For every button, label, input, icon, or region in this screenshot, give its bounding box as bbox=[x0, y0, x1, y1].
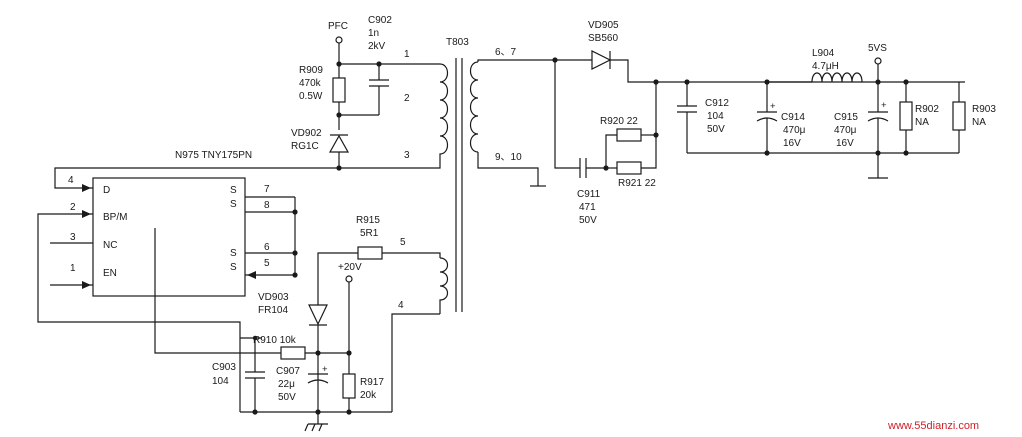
c911-value: 471 bbox=[579, 202, 596, 213]
r902-ref: R902 bbox=[915, 104, 939, 115]
resistor-r910 bbox=[280, 346, 306, 360]
vd902-part: RG1C bbox=[291, 141, 319, 152]
pin-number-6: 6 bbox=[264, 242, 270, 253]
t803-pin2: 2 bbox=[404, 93, 410, 104]
r917-value: 20k bbox=[360, 390, 377, 401]
t803-pin5: 5 bbox=[400, 237, 406, 248]
vd905-ref: VD905 bbox=[588, 20, 619, 31]
ic-pin-d-label: D bbox=[103, 185, 110, 196]
resistor-r909 bbox=[332, 77, 346, 103]
r909-value: 470k bbox=[299, 78, 322, 89]
c914-polarity: + bbox=[770, 101, 776, 112]
resistor-r921 bbox=[616, 161, 642, 175]
ic-pin-s3-label: S bbox=[230, 248, 237, 259]
r909-rating: 0.5W bbox=[299, 91, 323, 102]
secondary-output: VD905 SB560 R920 22 R921 22 C911 471 50V… bbox=[552, 20, 996, 226]
primary-snubber: PFC R909 470k 0.5W C902 1n 2kV VD902 RG1… bbox=[291, 15, 440, 171]
r903-ref: R903 bbox=[972, 104, 996, 115]
pin-number-2: 2 bbox=[70, 202, 76, 213]
t803-pin4: 4 bbox=[398, 300, 404, 311]
pin-number-8: 8 bbox=[264, 200, 270, 211]
r910-label: R910 10k bbox=[253, 335, 297, 346]
auxiliary-supply: R915 5R1 VD903 FR104 +20V R910 10k C903 … bbox=[212, 215, 441, 432]
pin-number-4: 4 bbox=[68, 175, 74, 186]
r917-ref: R917 bbox=[360, 377, 384, 388]
plus20v-label: +20V bbox=[338, 262, 362, 273]
resistor-r920 bbox=[616, 128, 642, 142]
plus20v-terminal bbox=[345, 275, 353, 283]
ic-n975: N975 TNY175PN D BP/M NC EN S S S S bbox=[92, 150, 252, 297]
resistor-r902 bbox=[899, 101, 913, 131]
ic-label: N975 TNY175PN bbox=[175, 150, 252, 161]
r902-value: NA bbox=[915, 117, 929, 128]
r921-label: R921 22 bbox=[618, 178, 656, 189]
c912-voltage: 50V bbox=[707, 124, 725, 135]
out5vs-label: 5VS bbox=[868, 43, 887, 54]
l904-ref: L904 bbox=[812, 48, 835, 59]
c902-ref: C902 bbox=[368, 15, 392, 26]
vd903-ref: VD903 bbox=[258, 292, 289, 303]
ic-pin-nc-label: NC bbox=[103, 240, 117, 251]
c915-voltage: 16V bbox=[836, 138, 854, 149]
resistor-r917 bbox=[342, 373, 356, 399]
c912-ref: C912 bbox=[705, 98, 729, 109]
c915-polarity: + bbox=[881, 100, 887, 111]
c914-ref: C914 bbox=[781, 112, 805, 123]
diode-vd902 bbox=[328, 134, 350, 153]
transformer-t803: T803 1 2 3 5 4 6、7 9、10 bbox=[398, 37, 555, 314]
vd905-part: SB560 bbox=[588, 33, 618, 44]
ic-pin-s2-label: S bbox=[230, 199, 237, 210]
c907-voltage: 50V bbox=[278, 392, 296, 403]
c912-value: 104 bbox=[707, 111, 724, 122]
c907-value: 22μ bbox=[278, 379, 295, 390]
diode-vd903 bbox=[308, 304, 328, 326]
c902-voltage: 2kV bbox=[368, 41, 386, 52]
r915-value: 5R1 bbox=[360, 228, 379, 239]
c907-ref: C907 bbox=[276, 366, 300, 377]
c911-voltage: 50V bbox=[579, 215, 597, 226]
l904-value: 4.7μH bbox=[812, 61, 839, 72]
secondary-winding bbox=[469, 61, 479, 153]
resistor-r903 bbox=[952, 101, 966, 131]
c902-value: 1n bbox=[368, 28, 379, 39]
c903-ref: C903 bbox=[212, 362, 236, 373]
pin-number-7: 7 bbox=[264, 184, 270, 195]
c911-ref: C911 bbox=[577, 189, 601, 200]
c914-voltage: 16V bbox=[783, 138, 801, 149]
t803-pin910: 9、10 bbox=[495, 152, 522, 163]
vd903-part: FR104 bbox=[258, 305, 288, 316]
r903-value: NA bbox=[972, 117, 986, 128]
c903-value: 104 bbox=[212, 376, 229, 387]
c914-value: 470μ bbox=[783, 125, 806, 136]
diode-vd905 bbox=[591, 50, 612, 70]
c915-value: 470μ bbox=[834, 125, 857, 136]
r920-label: R920 22 bbox=[600, 116, 638, 127]
ic-pin-wires: 4 2 3 1 7 8 6 5 bbox=[37, 162, 441, 354]
ic-pin-s1-label: S bbox=[230, 185, 237, 196]
pfc-terminal bbox=[335, 36, 343, 44]
vd902-ref: VD902 bbox=[291, 128, 322, 139]
watermark: www.55dianzi.com bbox=[887, 420, 979, 432]
auxiliary-winding bbox=[439, 257, 449, 314]
primary-winding bbox=[439, 63, 449, 162]
ic-pin-bp-label: BP/M bbox=[103, 212, 127, 223]
t803-pin3: 3 bbox=[404, 150, 410, 161]
r909-ref: R909 bbox=[299, 65, 323, 76]
t803-pin1: 1 bbox=[404, 49, 410, 60]
t803-ref: T803 bbox=[446, 37, 469, 48]
r915-ref: R915 bbox=[356, 215, 380, 226]
ic-pin-en-label: EN bbox=[103, 268, 117, 279]
c915-ref: C915 bbox=[834, 112, 858, 123]
inductor-l904 bbox=[811, 72, 863, 83]
ic-pin-s4-label: S bbox=[230, 262, 237, 273]
pfc-label: PFC bbox=[328, 21, 348, 32]
pin-number-3: 3 bbox=[70, 232, 76, 243]
c907-polarity: + bbox=[322, 364, 328, 375]
resistor-r915 bbox=[357, 246, 383, 260]
t803-pin67: 6、7 bbox=[495, 47, 517, 58]
pin-number-1: 1 bbox=[70, 263, 76, 274]
pin-number-5: 5 bbox=[264, 258, 270, 269]
out5vs-terminal bbox=[874, 57, 882, 65]
